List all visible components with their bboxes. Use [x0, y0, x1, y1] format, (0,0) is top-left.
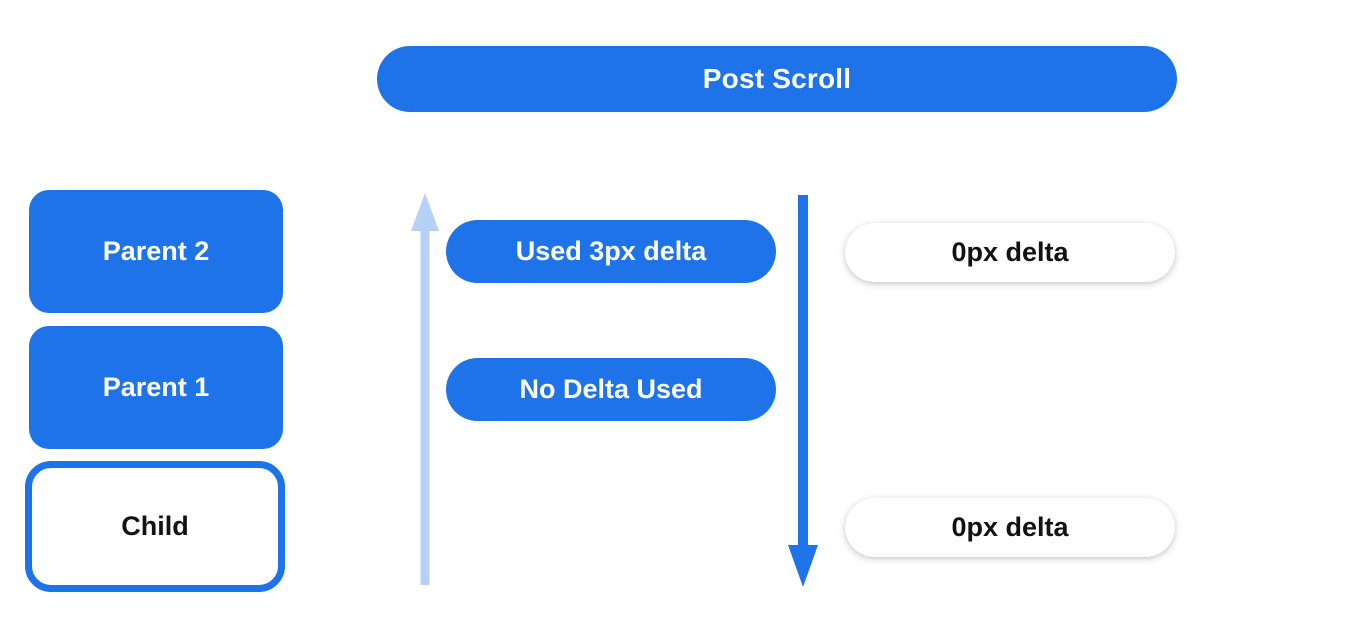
parent2-box: Parent 2 — [29, 190, 283, 313]
no-delta-used-pill: No Delta Used — [446, 358, 776, 421]
scroll-up-arrow-icon — [411, 193, 439, 585]
used-3px-delta-pill: Used 3px delta — [446, 220, 776, 283]
used-3px-delta-label: Used 3px delta — [515, 236, 707, 266]
zero-delta-bottom-label: 0px delta — [951, 512, 1069, 542]
zero-delta-bottom-pill: 0px delta — [845, 498, 1175, 557]
parent1-label: Parent 1 — [102, 372, 210, 402]
child-label: Child — [121, 511, 189, 541]
child-box: Child — [25, 461, 285, 592]
zero-delta-top-label: 0px delta — [951, 237, 1069, 267]
scroll-down-arrow-icon — [788, 195, 818, 587]
post-scroll-header-label: Post Scroll — [702, 63, 852, 94]
parent1-box: Parent 1 — [29, 326, 283, 449]
no-delta-used-label: No Delta Used — [519, 374, 703, 404]
zero-delta-top-pill: 0px delta — [845, 223, 1175, 282]
parent2-label: Parent 2 — [102, 236, 210, 266]
post-scroll-header: Post Scroll — [377, 46, 1177, 112]
